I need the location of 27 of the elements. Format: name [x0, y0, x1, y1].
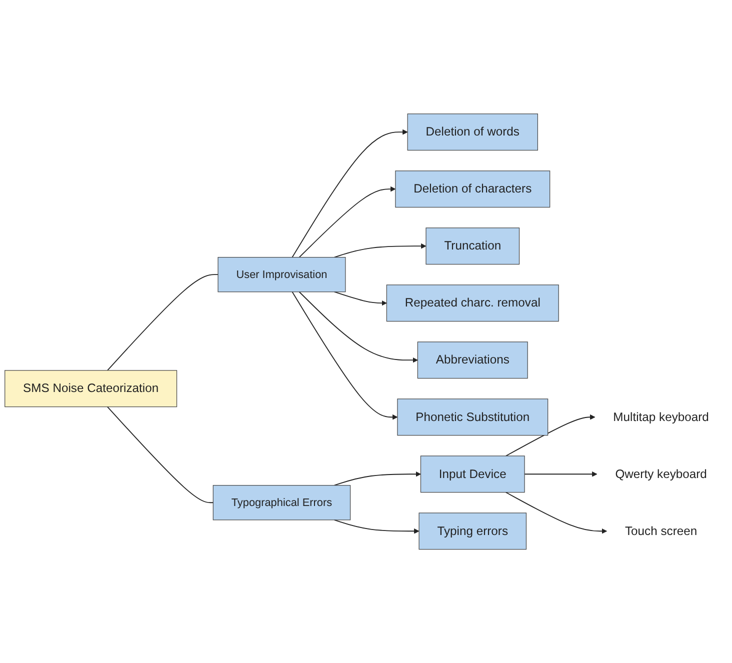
- node-box: Typographical Errors: [212, 484, 351, 520]
- node-box: Deletion of words: [407, 113, 538, 150]
- arrow: [505, 492, 608, 534]
- arrow: [334, 519, 420, 534]
- node-box: User Improvisation: [218, 256, 346, 292]
- node-box: SMS Noise Cateorization: [4, 370, 178, 408]
- arrow: [292, 291, 398, 420]
- node-box: Repeated charc. removal: [386, 284, 559, 322]
- node-box: Truncation: [426, 227, 520, 264]
- arrow: [334, 471, 421, 486]
- node-box: Input Device: [420, 456, 525, 493]
- arrow: [334, 243, 426, 258]
- arrow: [524, 471, 598, 477]
- arrow: [298, 291, 418, 363]
- node-text: Qwerty keyboard: [615, 467, 707, 481]
- arrow: [505, 414, 596, 456]
- node-text: Touch screen: [624, 524, 698, 538]
- node-box: Phonetic Substitution: [397, 398, 548, 436]
- connector: [106, 406, 214, 503]
- arrow: [334, 291, 387, 306]
- node-box: Abbreviations: [417, 342, 528, 378]
- node-text: Multitap keyboard: [613, 410, 709, 424]
- connector: [106, 274, 218, 371]
- node-box: Typing errors: [418, 512, 527, 550]
- arrow: [298, 186, 396, 258]
- node-box: Deletion of characters: [395, 170, 550, 208]
- arrow: [292, 129, 408, 258]
